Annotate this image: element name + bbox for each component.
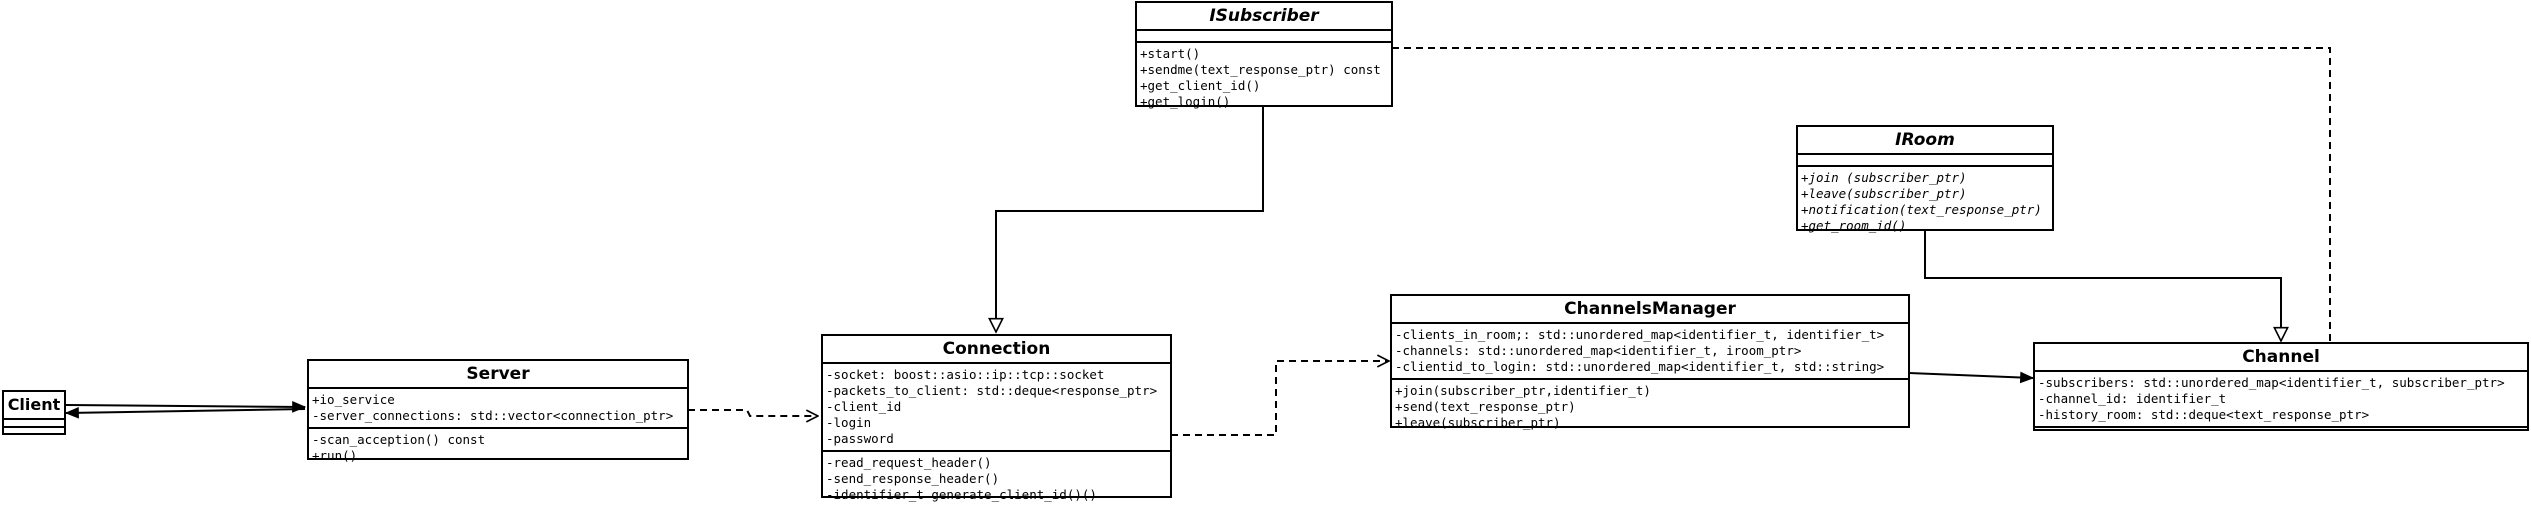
class-title: Channel	[2035, 344, 2527, 372]
operation-row: +leave(subscriber_ptr)	[1395, 415, 1561, 430]
operation-row: +get_login()	[1140, 94, 1231, 109]
attribute-section	[1137, 31, 1391, 43]
attribute-row: -packets_to_client: std::deque<response_…	[826, 383, 1158, 398]
operation-row: +start()	[1140, 46, 1201, 61]
edge-channel-iroom	[1924, 230, 2281, 341]
edge-server-connection-dependency	[688, 409, 818, 416]
attribute-section	[4, 420, 64, 428]
operation-row: +run()	[312, 448, 358, 463]
attribute-row: -socket: boost::asio::ip::tcp::socket	[826, 367, 1105, 382]
attribute-row: -clients_in_room;: std::unordered_map<id…	[1395, 327, 1885, 342]
attribute-row: -server_connections: std::vector<connect…	[312, 408, 674, 423]
operation-row: -identifier_t generate_client_id()()	[826, 487, 1097, 502]
operation-row: +join(subscriber_ptr,identifier_t)	[1395, 383, 1651, 398]
edge-channelsmanager-channel	[1908, 371, 2035, 384]
attribute-section	[1798, 155, 2052, 167]
operation-section: +join(subscriber_ptr,identifier_t) +send…	[1392, 380, 1908, 434]
edge-client-server-upper	[65, 401, 307, 413]
operation-section: +join (subscriber_ptr) +leave(subscriber…	[1798, 167, 2052, 237]
attribute-row: -client_id	[826, 399, 902, 414]
class-title: ChannelsManager	[1392, 296, 1908, 324]
class-iroom[interactable]: IRoom +join (subscriber_ptr) +leave(subs…	[1796, 125, 2054, 233]
operation-row: +sendme(text_response_ptr) const	[1140, 62, 1381, 77]
attribute-row: -history_room: std::deque<text_response_…	[2038, 407, 2370, 422]
class-title: Client	[4, 392, 64, 420]
class-isubscriber[interactable]: ISubscriber +start() +sendme(text_respon…	[1135, 1, 1393, 109]
class-title: IRoom	[1798, 127, 2052, 155]
operation-row: +get_room_id()	[1801, 218, 1907, 233]
attribute-row: -subscribers: std::unordered_map<identif…	[2038, 375, 2505, 390]
operation-row: -send_response_header()	[826, 471, 1000, 486]
class-connection[interactable]: Connection -socket: boost::asio::ip::tcp…	[821, 334, 1172, 502]
operation-section	[2035, 428, 2527, 436]
operation-row: +send(text_response_ptr)	[1395, 399, 1576, 414]
class-channelsmanager[interactable]: ChannelsManager -clients_in_room;: std::…	[1390, 294, 1910, 430]
operation-row: +notification(text_response_ptr)	[1801, 202, 2042, 217]
attribute-row: -channel_id: identifier_t	[2038, 391, 2227, 406]
attribute-section: -subscribers: std::unordered_map<identif…	[2035, 372, 2527, 428]
operation-row: +get_client_id()	[1140, 78, 1261, 93]
operation-row: -read_request_header()	[826, 455, 992, 470]
class-title: ISubscriber	[1137, 3, 1391, 31]
edge-connection-channelsmanager-dependency	[1171, 361, 1389, 436]
class-server[interactable]: Server +io_service -server_connections: …	[307, 359, 689, 463]
operation-section	[4, 428, 64, 435]
class-client[interactable]: Client	[2, 390, 66, 435]
operation-row: +join (subscriber_ptr)	[1801, 170, 1967, 185]
operation-section: -scan_acception() const +run()	[309, 429, 687, 467]
attribute-section: -socket: boost::asio::ip::tcp::socket -p…	[823, 364, 1170, 452]
attribute-row: -password	[826, 431, 894, 446]
operation-section: +start() +sendme(text_response_ptr) cons…	[1137, 43, 1391, 113]
attribute-row: +io_service	[312, 392, 395, 407]
operation-section: -read_request_header() -send_response_he…	[823, 452, 1170, 506]
class-channel[interactable]: Channel -subscribers: std::unordered_map…	[2033, 342, 2529, 431]
attribute-row: -login	[826, 415, 872, 430]
edge-server-client-lower	[64, 406, 306, 419]
class-title: Server	[309, 361, 687, 389]
edge-connection-isubscriber	[996, 106, 1264, 332]
class-title: Connection	[823, 336, 1170, 364]
attribute-row: -channels: std::unordered_map<identifier…	[1395, 343, 1802, 358]
operation-row: -scan_acception() const	[312, 432, 486, 447]
operation-row: +leave(subscriber_ptr)	[1801, 186, 1967, 201]
attribute-section: +io_service -server_connections: std::ve…	[309, 389, 687, 429]
attribute-section: -clients_in_room;: std::unordered_map<id…	[1392, 324, 1908, 380]
attribute-row: -clientid_to_login: std::unordered_map<i…	[1395, 359, 1885, 374]
